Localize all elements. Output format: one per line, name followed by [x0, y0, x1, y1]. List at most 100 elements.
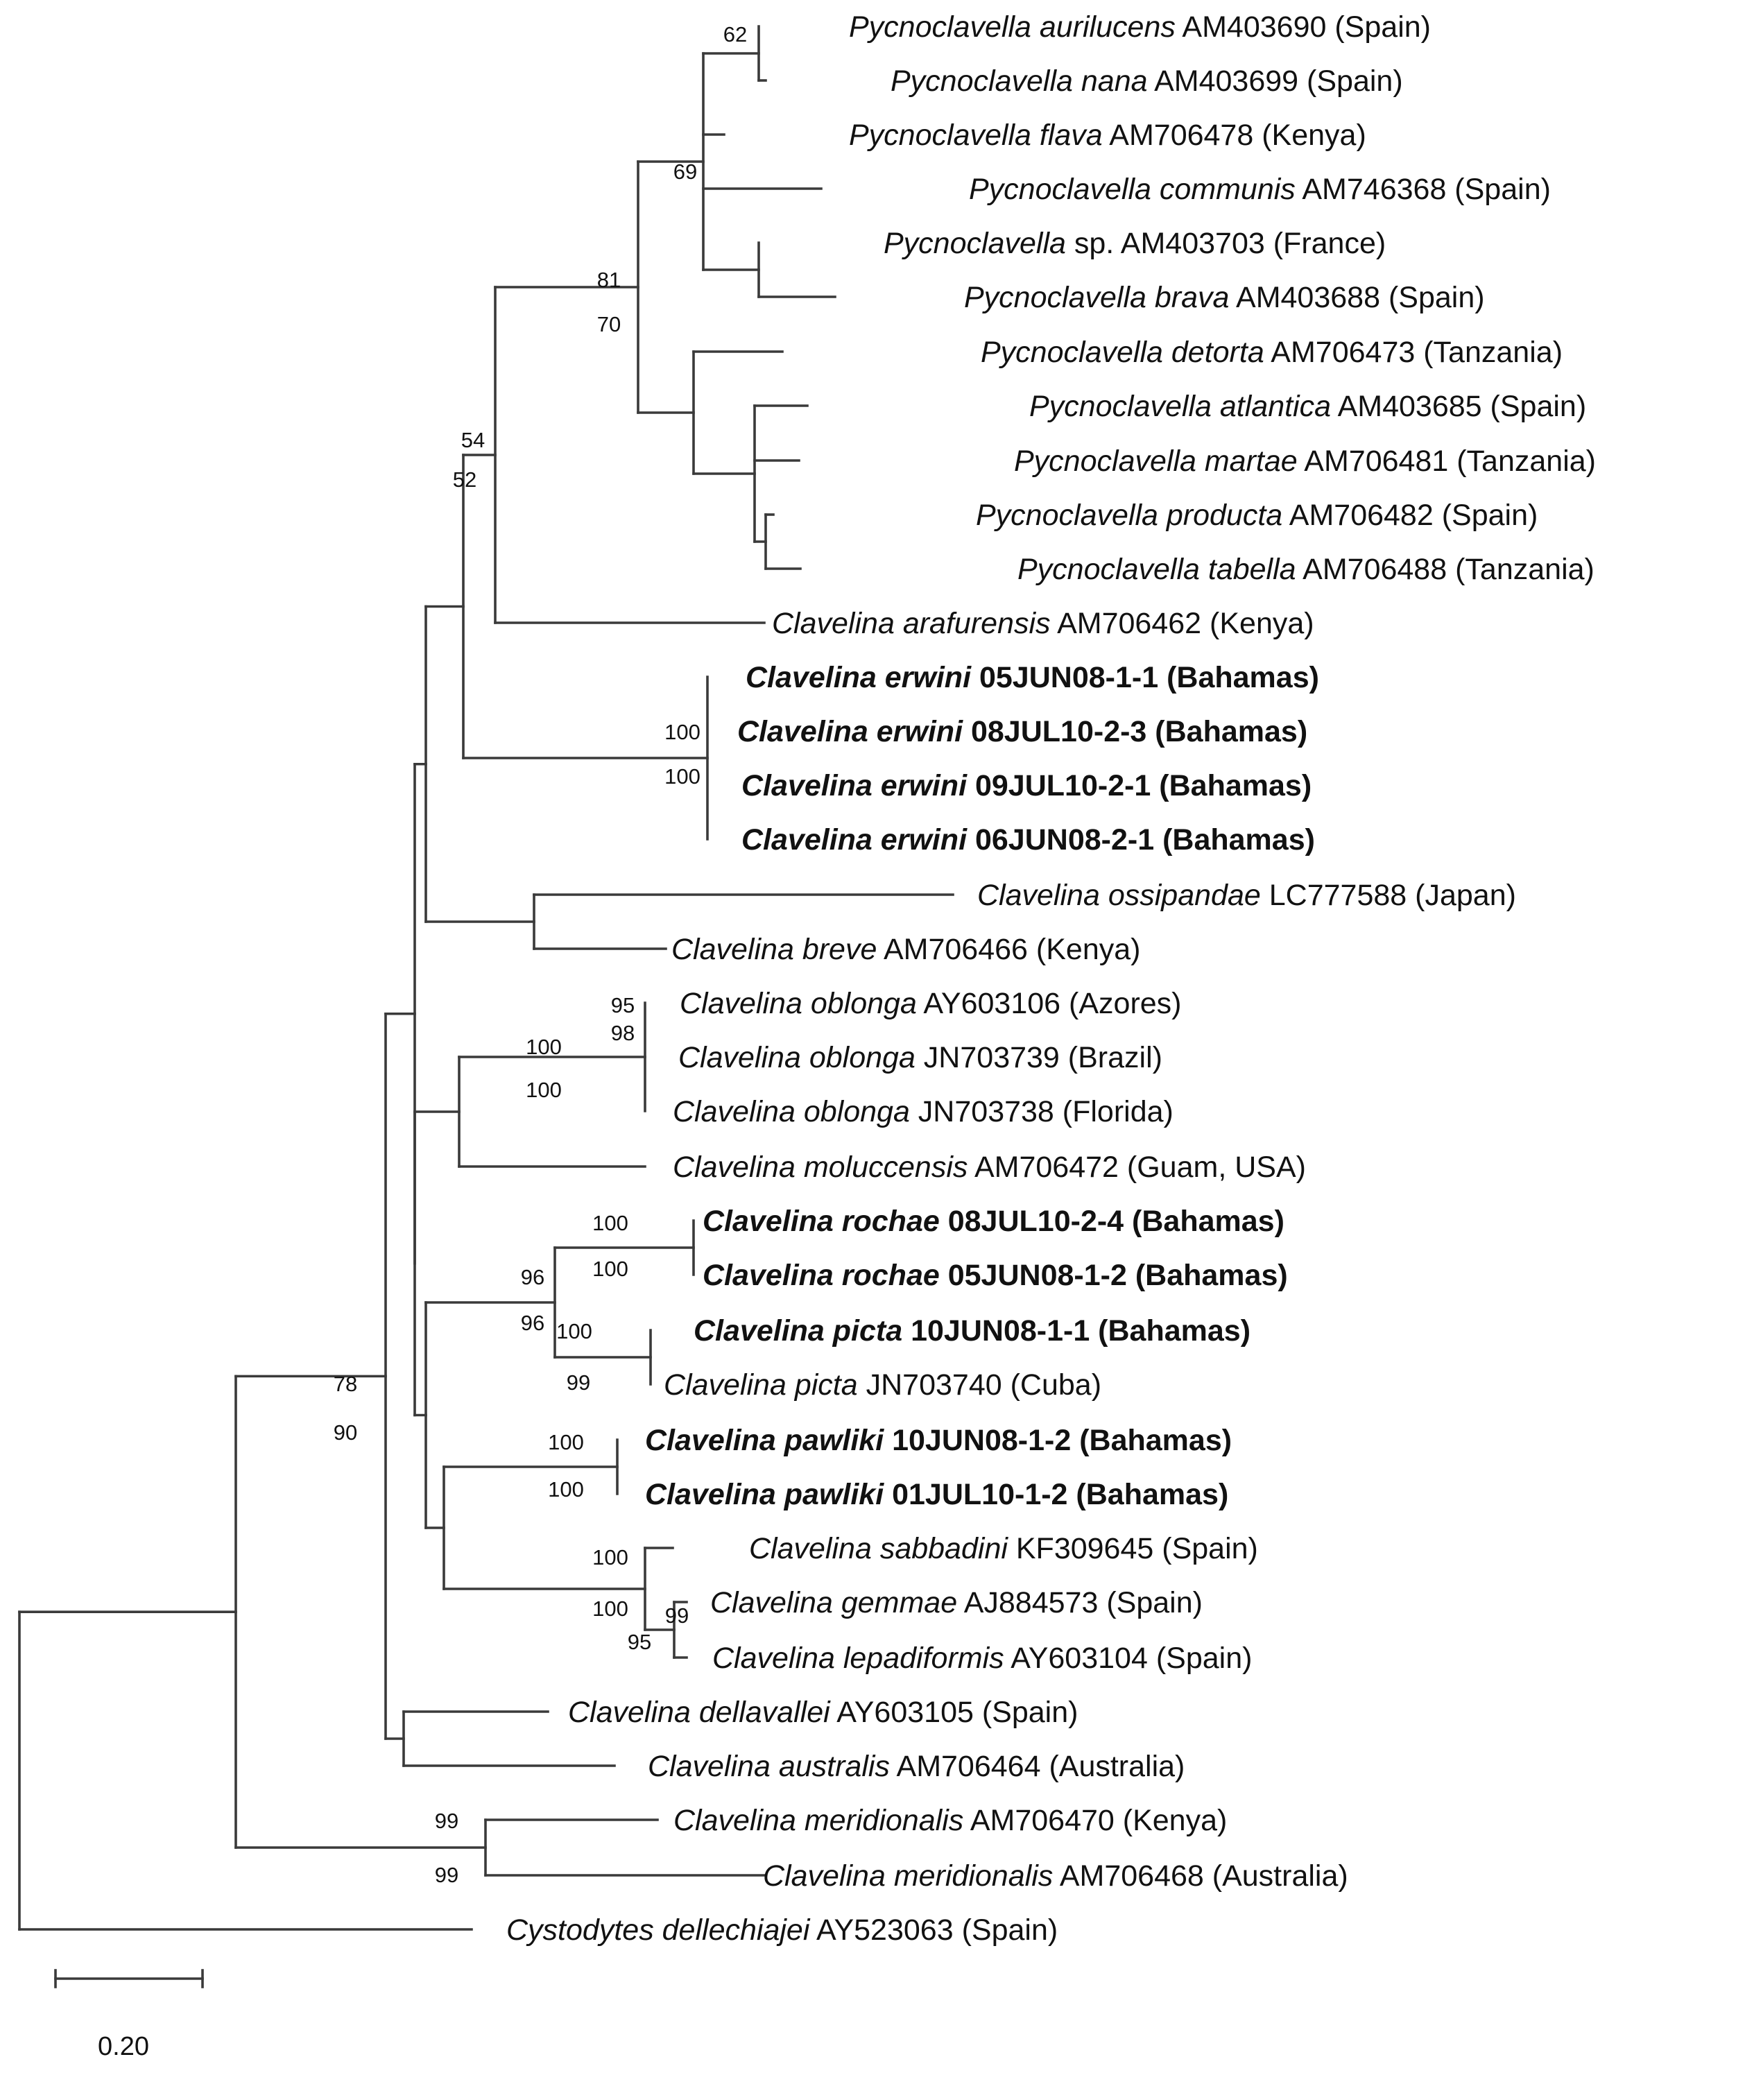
support-value: 100	[592, 1211, 628, 1235]
taxon-species: Clavelina rochae	[703, 1259, 940, 1292]
taxon-accession-locality: AY603104 (Spain)	[1004, 1642, 1253, 1675]
taxon-accession-locality: 08JUL10-2-3 (Bahamas)	[963, 715, 1307, 748]
taxon-labels: Pycnoclavella aurilucens AM403690 (Spain…	[506, 10, 1596, 1947]
taxon-species: Cystodytes dellechiajei	[506, 1913, 811, 1947]
taxon-species: Pycnoclavella brava	[964, 281, 1229, 314]
taxon-accession-locality: AM403699 (Spain)	[1148, 64, 1403, 98]
taxon-label: Clavelina erwini 05JUN08-1-1 (Bahamas)	[746, 661, 1319, 694]
taxon-label: Clavelina oblonga AY603106 (Azores)	[680, 987, 1182, 1020]
taxon-species: Clavelina pawliki	[645, 1478, 884, 1511]
support-value: 100	[592, 1545, 628, 1569]
taxon-species: Clavelina oblonga	[680, 987, 917, 1020]
tree-branches	[18, 25, 954, 1931]
taxon-accession-locality: AY603106 (Azores)	[917, 987, 1182, 1020]
support-value: 100	[664, 764, 700, 789]
support-value: 70	[597, 312, 621, 336]
taxon-accession-locality: AY523063 (Spain)	[809, 1913, 1058, 1947]
taxon-accession-locality: AM706466 (Kenya)	[877, 933, 1140, 966]
taxon-species: Clavelina erwini	[737, 715, 963, 748]
taxon-species: Clavelina erwini	[746, 661, 972, 694]
taxon-label: Clavelina pawliki 10JUN08-1-2 (Bahamas)	[645, 1424, 1232, 1457]
taxon-accession-locality: JN703740 (Cuba)	[858, 1368, 1101, 1402]
support-value: 98	[611, 1021, 635, 1045]
support-value: 95	[611, 993, 635, 1017]
taxon-species: Clavelina picta	[664, 1368, 858, 1402]
taxon-accession-locality: 05JUN08-1-2 (Bahamas)	[940, 1259, 1288, 1292]
taxon-species: Clavelina picta	[694, 1314, 902, 1348]
support-value: 78	[334, 1372, 357, 1396]
taxon-species: Pycnoclavella atlantica	[1029, 390, 1331, 423]
taxon-species: Pycnoclavella nana	[891, 64, 1148, 98]
taxon-accession-locality: AM403688 (Spain)	[1229, 281, 1484, 314]
taxon-label: Clavelina pawliki 01JUL10-1-2 (Bahamas)	[645, 1478, 1228, 1511]
taxon-species: Pycnoclavella tabella	[1017, 553, 1296, 586]
taxon-species: Clavelina pawliki	[645, 1424, 884, 1457]
taxon-label: Clavelina erwini 08JUL10-2-3 (Bahamas)	[737, 715, 1307, 748]
support-value: 95	[628, 1630, 651, 1654]
taxon-accession-locality: 09JUL10-2-1 (Bahamas)	[967, 769, 1312, 802]
taxon-label: Clavelina moluccensis AM706472 (Guam, US…	[673, 1151, 1306, 1184]
support-value: 96	[521, 1265, 544, 1289]
taxon-species: Clavelina meridionalis	[673, 1804, 963, 1837]
taxon-label: Clavelina breve AM706466 (Kenya)	[671, 933, 1140, 966]
taxon-accession-locality: AM706478 (Kenya)	[1103, 119, 1366, 152]
taxon-label: Pycnoclavella detorta AM706473 (Tanzania…	[981, 336, 1563, 369]
taxon-label: Clavelina rochae 05JUN08-1-2 (Bahamas)	[703, 1259, 1288, 1292]
taxon-species: Clavelina moluccensis	[673, 1151, 968, 1184]
taxon-label: Clavelina sabbadini KF309645 (Spain)	[749, 1532, 1258, 1565]
taxon-label: Clavelina oblonga JN703738 (Florida)	[673, 1095, 1174, 1128]
taxon-accession-locality: JN703738 (Florida)	[910, 1095, 1174, 1128]
support-value: 99	[435, 1863, 458, 1887]
support-value: 90	[334, 1420, 357, 1445]
taxon-label: Cystodytes dellechiajei AY523063 (Spain)	[506, 1913, 1058, 1947]
taxon-label: Clavelina erwini 09JUL10-2-1 (Bahamas)	[741, 769, 1312, 802]
taxon-accession-locality: AM403685 (Spain)	[1331, 390, 1586, 423]
support-value: 100	[548, 1430, 584, 1454]
support-value: 100	[556, 1319, 592, 1343]
taxon-label: Clavelina meridionalis AM706468 (Austral…	[763, 1859, 1348, 1893]
taxon-species: Clavelina oblonga	[673, 1095, 910, 1128]
support-value: 69	[673, 160, 697, 184]
taxon-label: Clavelina rochae 08JUL10-2-4 (Bahamas)	[703, 1205, 1284, 1238]
support-value: 99	[665, 1603, 689, 1628]
taxon-species: Clavelina oblonga	[678, 1041, 916, 1074]
taxon-species: Clavelina erwini	[741, 823, 968, 857]
taxon-label: Clavelina ossipandae LC777588 (Japan)	[977, 879, 1516, 912]
taxon-accession-locality: AM706468 (Australia)	[1053, 1859, 1348, 1893]
taxon-label: Pycnoclavella martae AM706481 (Tanzania)	[1014, 445, 1596, 478]
taxon-label: Clavelina arafurensis AM706462 (Kenya)	[772, 607, 1314, 640]
taxon-accession-locality: JN703739 (Brazil)	[916, 1041, 1162, 1074]
taxon-label: Pycnoclavella brava AM403688 (Spain)	[964, 281, 1485, 314]
support-value: 99	[567, 1370, 590, 1395]
support-value: 100	[548, 1477, 584, 1501]
taxon-accession-locality: 01JUL10-1-2 (Bahamas)	[884, 1478, 1228, 1511]
support-value: 100	[526, 1035, 562, 1059]
taxon-species: Clavelina breve	[671, 933, 877, 966]
support-value: 100	[526, 1078, 562, 1102]
taxon-label: Pycnoclavella nana AM403699 (Spain)	[891, 64, 1403, 98]
taxon-accession-locality: 10JUN08-1-1 (Bahamas)	[902, 1314, 1250, 1348]
taxon-species: Pycnoclavella martae	[1014, 445, 1298, 478]
taxon-label: Pycnoclavella sp. AM403703 (France)	[884, 227, 1386, 260]
taxon-accession-locality: AM403690 (Spain)	[1176, 10, 1431, 44]
taxon-label: Pycnoclavella producta AM706482 (Spain)	[976, 499, 1538, 532]
taxon-species: Pycnoclavella	[884, 227, 1066, 260]
taxon-accession-locality: AY603105 (Spain)	[830, 1696, 1078, 1729]
taxon-species: Clavelina erwini	[741, 769, 968, 802]
taxon-species: Clavelina arafurensis	[772, 607, 1051, 640]
support-value: 54	[461, 428, 485, 452]
support-value: 100	[592, 1257, 628, 1281]
taxon-species: Pycnoclavella flava	[849, 119, 1103, 152]
taxon-accession-locality: LC777588 (Japan)	[1261, 879, 1516, 912]
taxon-species: Pycnoclavella communis	[969, 173, 1296, 206]
support-value: 100	[592, 1596, 628, 1621]
taxon-accession-locality: 06JUN08-2-1 (Bahamas)	[967, 823, 1315, 857]
support-value: 81	[597, 268, 621, 292]
taxon-accession-locality: AM706464 (Australia)	[890, 1750, 1185, 1783]
support-value: 100	[664, 720, 700, 744]
taxon-species: Clavelina gemmae	[710, 1586, 957, 1619]
scale-bar-label: 0.20	[98, 2032, 149, 2061]
taxon-species: Clavelina sabbadini	[749, 1532, 1008, 1565]
taxon-label: Pycnoclavella atlantica AM403685 (Spain)	[1029, 390, 1586, 423]
